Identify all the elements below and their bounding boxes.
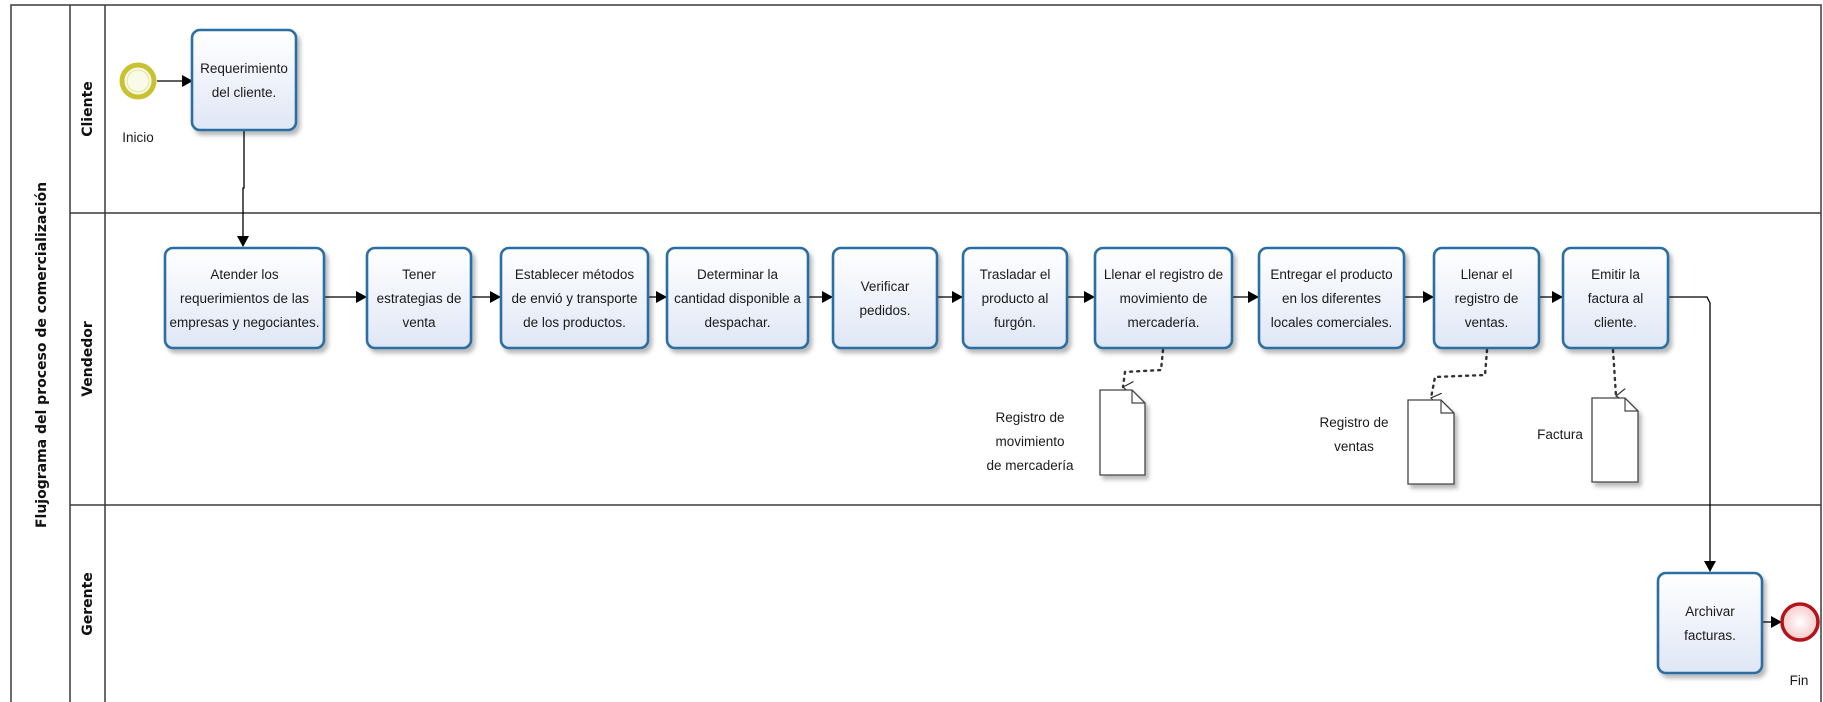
task-label-line: Establecer métodos — [515, 267, 635, 282]
task-label-line: cantidad disponible a — [674, 291, 801, 306]
task-t9[interactable]: Entregar el producto en los diferentes loc… — [1257, 246, 1406, 350]
task-label-line: Trasladar el — [980, 267, 1051, 282]
lane-label-cliente: Cliente — [80, 81, 96, 137]
task-label-line: venta — [402, 315, 436, 330]
task-label-line: Requerimiento — [200, 61, 288, 76]
document-d1: Registro de movimiento de mercadería — [986, 389, 1146, 476]
task-label-line: cliente. — [1594, 315, 1637, 330]
task-label-line: producto al — [982, 291, 1049, 306]
lane-label-vendedor: Vendedor — [80, 321, 96, 397]
task-t3[interactable]: Tener estrategias de venta — [365, 246, 473, 350]
task-t4[interactable]: Establecer métodos de envió y transporte d… — [499, 246, 650, 350]
flow-t11-to-t12 — [1668, 296, 1716, 572]
task-label-line: estrategias de — [377, 291, 462, 306]
task-label-line: locales comerciales. — [1271, 315, 1393, 330]
flow-t1-to-t2 — [237, 130, 249, 247]
task-label-line: registro de — [1455, 291, 1519, 306]
document-icon — [1099, 389, 1146, 476]
document-icon — [1591, 397, 1639, 483]
assoc-t11-doc3 — [1611, 348, 1616, 396]
start-event-label: Inicio — [122, 130, 154, 145]
document-label-line: Registro de — [995, 410, 1064, 425]
document-label-line: de mercadería — [986, 458, 1074, 473]
task-box[interactable] — [1093, 246, 1234, 350]
task-label-line: en los diferentes — [1282, 291, 1381, 306]
task-label-line: despachar. — [704, 315, 770, 330]
assoc-t10-doc2 — [1429, 348, 1489, 398]
task-label-line: facturas. — [1684, 628, 1736, 643]
task-box[interactable] — [499, 246, 650, 350]
pool-title: Flujograma del proceso de comercializaci… — [34, 182, 50, 528]
document-d2: Registro de ventas — [1319, 399, 1455, 485]
task-t5[interactable]: Determinar la cantidad disponible a despac… — [665, 246, 810, 350]
task-label-line: Verificar — [861, 279, 910, 294]
task-box[interactable] — [665, 246, 810, 350]
document-label-line: movimiento — [995, 434, 1064, 449]
task-t8[interactable]: Llenar el registro de movimiento de mercad… — [1093, 246, 1234, 350]
task-t7[interactable]: Trasladar el producto al furgón. — [961, 246, 1069, 350]
task-label-line: ventas. — [1465, 315, 1509, 330]
task-label-line: mercadería. — [1127, 315, 1199, 330]
end-event: Fin — [1780, 602, 1820, 688]
data-associations — [1121, 348, 1616, 398]
task-t1[interactable]: Requerimiento del cliente. — [190, 28, 298, 132]
pool: Flujograma del proceso de comercializaci… — [10, 4, 1822, 702]
task-box[interactable] — [1432, 246, 1541, 350]
document-icon — [1407, 399, 1455, 485]
task-label-line: Atender los — [210, 267, 279, 282]
task-box[interactable] — [1257, 246, 1406, 350]
task-label-line: furgón. — [994, 315, 1036, 330]
task-label-line: requerimientos de las — [180, 291, 309, 306]
document-fold — [1440, 400, 1454, 414]
task-t10[interactable]: Llenar el registro de ventas. — [1432, 246, 1541, 350]
task-label-line: Entregar el producto — [1270, 267, 1392, 282]
tasks-layer: Requerimiento del cliente. Atender los requ… — [163, 28, 1764, 675]
task-label-line: de los productos. — [523, 315, 626, 330]
task-t11[interactable]: Emitir la factura al cliente. — [1561, 246, 1670, 350]
connectors — [157, 75, 1782, 628]
assoc-t8-doc1 — [1121, 348, 1165, 387]
task-t6[interactable]: Verificar pedidos. — [831, 246, 939, 350]
task-label-line: Llenar el registro de — [1104, 267, 1223, 282]
task-label-line: de envió y transporte — [511, 291, 637, 306]
task-box[interactable] — [961, 246, 1069, 350]
task-label-line: Archivar — [1685, 604, 1735, 619]
start-event: Inicio — [119, 62, 157, 145]
task-label-line: Llenar el — [1461, 267, 1513, 282]
document-fold — [1624, 398, 1638, 412]
task-label-line: pedidos. — [859, 303, 910, 318]
task-t12[interactable]: Archivar facturas. — [1656, 571, 1764, 675]
document-label-line: Factura — [1537, 427, 1583, 442]
lane-label-gerente: Gerente — [80, 572, 96, 636]
task-label-line: del cliente. — [212, 85, 277, 100]
task-label-line: Tener — [402, 267, 436, 282]
task-box[interactable] — [163, 246, 326, 350]
task-label-line: Determinar la — [697, 267, 779, 282]
task-box[interactable] — [190, 28, 298, 132]
task-t2[interactable]: Atender los requerimientos de las empresas… — [163, 246, 326, 350]
task-label-line: factura al — [1588, 291, 1644, 306]
document-d3: Factura — [1537, 397, 1639, 483]
task-box[interactable] — [831, 246, 939, 350]
task-label-line: empresas y negociantes. — [169, 315, 319, 330]
task-box[interactable] — [1656, 571, 1764, 675]
task-box[interactable] — [1561, 246, 1670, 350]
document-label-line: Registro de — [1319, 415, 1388, 430]
document-fold — [1131, 390, 1145, 404]
document-label-line: ventas — [1334, 439, 1374, 454]
task-label-line: Emitir la — [1591, 267, 1640, 282]
task-label-line: movimiento de — [1120, 291, 1208, 306]
end-event-label: Fin — [1790, 673, 1809, 688]
task-box[interactable] — [365, 246, 473, 350]
